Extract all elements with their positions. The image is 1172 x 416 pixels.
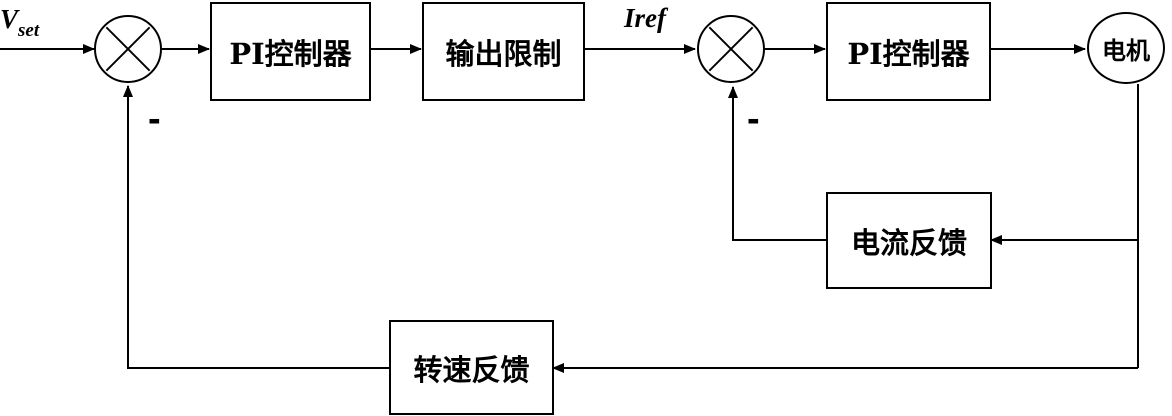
pi-speed-controller-block: PI控制器 bbox=[210, 2, 371, 101]
iref-label: Iref bbox=[624, 3, 666, 33]
pi-current-controller-block: PI控制器 bbox=[826, 2, 991, 101]
line-speed-feedback-to-sum1 bbox=[123, 85, 390, 369]
line-current-feedback-to-sum2 bbox=[728, 86, 827, 241]
vset-main: V bbox=[0, 4, 19, 34]
current-feedback-block: 电流反馈 bbox=[826, 192, 992, 289]
speed-summing-junction bbox=[94, 15, 162, 83]
motor-circle: 电机 bbox=[1087, 12, 1165, 84]
speed-feedback-block: 转速反馈 bbox=[389, 320, 554, 415]
current-sum-minus-sign: - bbox=[747, 98, 760, 140]
vset-subscript: set bbox=[18, 20, 40, 41]
output-limit-block: 输出限制 bbox=[422, 2, 585, 101]
vset-label: Vset bbox=[0, 4, 39, 41]
speed-sum-minus-sign: - bbox=[148, 98, 161, 140]
current-summing-junction bbox=[697, 15, 765, 83]
